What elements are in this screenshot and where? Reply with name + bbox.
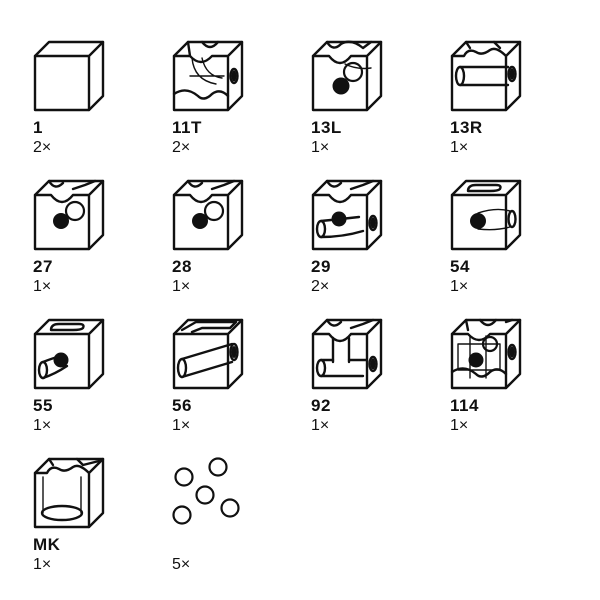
plain-cube-icon: [33, 40, 105, 112]
piece-13r: 13R 1×: [450, 40, 570, 175]
drop-ball-cube-icon: [33, 179, 105, 251]
piece-28: 28 1×: [172, 179, 292, 314]
piece-quantity: 1×: [33, 417, 52, 434]
slot-tube-cube-icon: [33, 318, 105, 390]
bowl-cube-icon: [33, 457, 105, 529]
piece-code: 114: [450, 396, 479, 415]
piece-quantity: 1×: [311, 417, 330, 434]
piece-quantity: 1×: [311, 139, 330, 156]
piece-quantity: 1×: [450, 417, 469, 434]
piece-quantity: 1×: [450, 278, 469, 295]
piece-54: 54 1×: [450, 179, 570, 314]
piece-code: 54: [450, 257, 470, 276]
piece-code: 56: [172, 396, 192, 415]
piece-13l: 13L 1×: [311, 40, 431, 175]
piece-quantity: 5×: [172, 556, 191, 573]
piece-quantity: 2×: [33, 139, 52, 156]
marbles-icon: [172, 457, 240, 525]
vertical-tube-cube-icon: [311, 318, 383, 390]
cross-tunnel-cube-icon: [172, 40, 244, 112]
drop-ball-cube-icon: [172, 179, 244, 251]
piece-code: 27: [33, 257, 53, 276]
piece-marbles: 5×: [172, 457, 292, 592]
complex-cube-icon: [450, 318, 522, 390]
piece-11t: 11T 2×: [172, 40, 292, 175]
piece-code: 13L: [311, 118, 342, 137]
piece-mk: MK 1×: [33, 457, 153, 592]
piece-29: 29 2×: [311, 179, 431, 314]
piece-code: 13R: [450, 118, 483, 137]
drop-tube-cube-icon: [311, 179, 383, 251]
piece-quantity: 2×: [172, 139, 191, 156]
piece-114: 114 1×: [450, 318, 570, 453]
piece-quantity: 1×: [450, 139, 469, 156]
piece-code: 11T: [172, 118, 202, 137]
piece-56: 56 1×: [172, 318, 292, 453]
piece-code: 1: [33, 118, 43, 137]
piece-1: 1 2×: [33, 40, 153, 175]
piece-27: 27 1×: [33, 179, 153, 314]
piece-quantity: 1×: [172, 278, 191, 295]
piece-code: 92: [311, 396, 331, 415]
piece-55: 55 1×: [33, 318, 153, 453]
piece-code: 28: [172, 257, 192, 276]
piece-quantity: 2×: [311, 278, 330, 295]
piece-quantity: 1×: [33, 556, 52, 573]
right-tube-cube-icon: [450, 40, 522, 112]
piece-code: 29: [311, 257, 331, 276]
piece-quantity: 1×: [172, 417, 191, 434]
long-tube-cube-icon: [172, 318, 244, 390]
piece-code: 55: [33, 396, 53, 415]
piece-92: 92 1×: [311, 318, 431, 453]
slot-ball-cube-icon: [450, 179, 522, 251]
left-turn-cube-icon: [311, 40, 383, 112]
piece-code: MK: [33, 535, 61, 554]
piece-quantity: 1×: [33, 278, 52, 295]
